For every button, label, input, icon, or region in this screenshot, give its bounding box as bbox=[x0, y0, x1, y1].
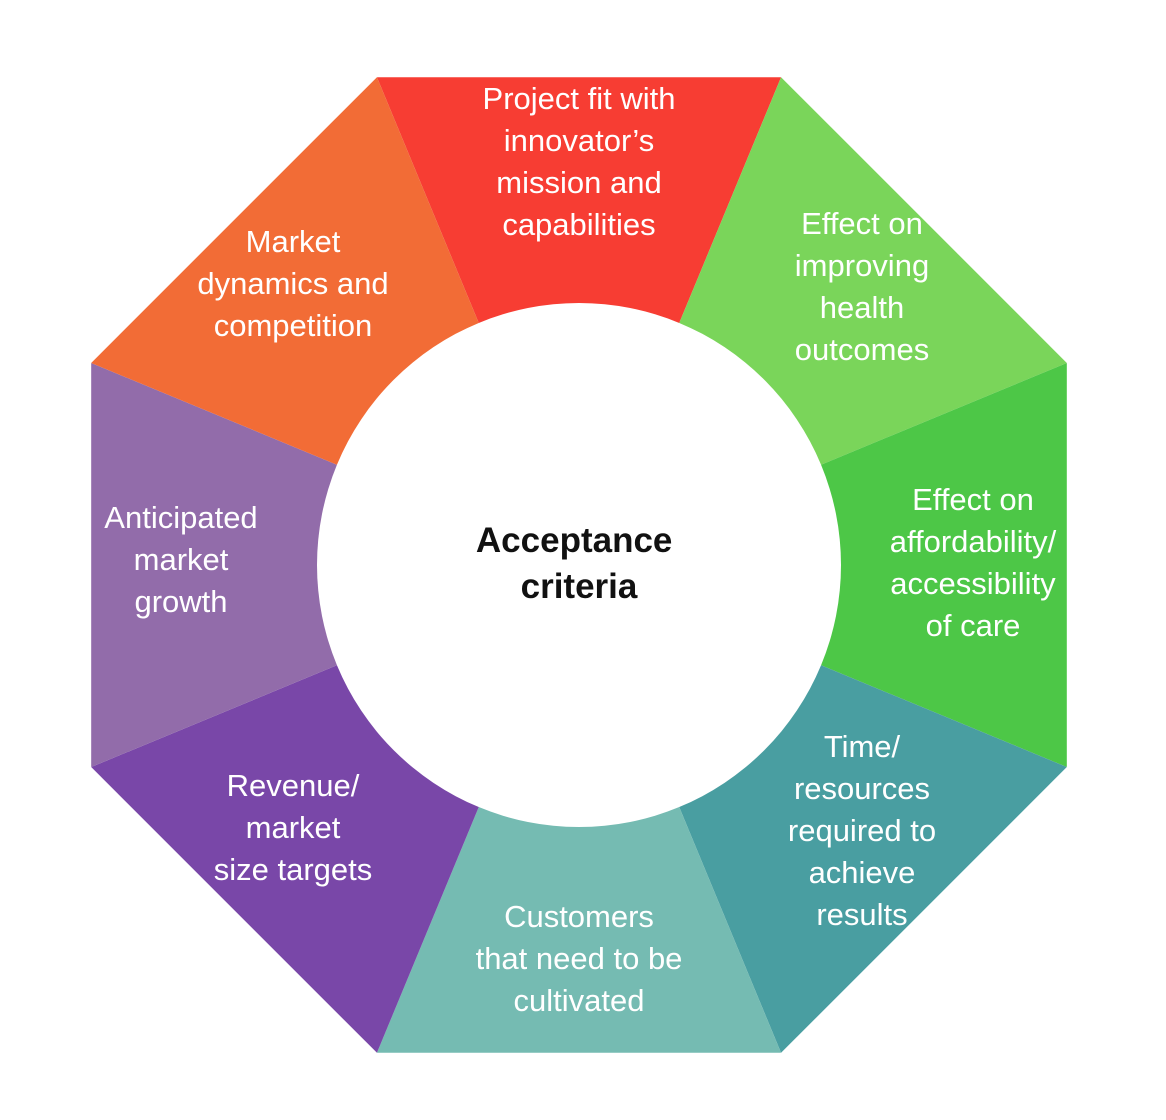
segment-label-line: Project fit with bbox=[483, 81, 676, 116]
segment-shape bbox=[811, 362, 1067, 768]
segment-health-outcomes: Effect on improving health outcomes bbox=[675, 77, 1067, 469]
segment-label-line: improving bbox=[795, 248, 929, 283]
center-circle bbox=[317, 303, 841, 827]
segment-shape bbox=[376, 77, 782, 333]
center-label-line: Acceptance bbox=[476, 521, 672, 560]
segment-market-growth: Anticipated market growth bbox=[91, 362, 347, 768]
segment-label-line: dynamics and bbox=[197, 266, 388, 301]
segment-label-line: Effect on bbox=[801, 206, 923, 241]
segment-shape bbox=[91, 77, 483, 469]
segment-label-line: required to bbox=[788, 813, 936, 848]
segment-time-resources: Time/resources required to achieve results bbox=[675, 661, 1067, 1053]
segment-label-line: Anticipated bbox=[104, 500, 257, 535]
segment-affordability: Effect on affordability/accessibility of c… bbox=[811, 362, 1067, 768]
segment-label-line: market bbox=[134, 542, 229, 577]
center-label: Acceptance criteria bbox=[476, 521, 682, 606]
segment-label-line: size targets bbox=[214, 852, 373, 887]
segment-project-fit: Project fit with innovator’s mission and ca… bbox=[376, 77, 782, 333]
segment-label-line: Effect on bbox=[912, 482, 1034, 517]
segment-label-line: results bbox=[816, 897, 907, 932]
center-label-line: criteria bbox=[521, 567, 638, 606]
segment-label-line: innovator’s bbox=[504, 123, 655, 158]
segment-label-line: resources bbox=[794, 771, 930, 806]
segment-customers: Customers that need to be cultivated bbox=[376, 797, 782, 1053]
segment-label-line: outcomes bbox=[795, 332, 929, 367]
segment-label-line: of care bbox=[926, 608, 1021, 643]
segment-label-line: growth bbox=[134, 584, 227, 619]
segment-label: Effect on affordability/accessibility of c… bbox=[890, 482, 1057, 643]
segment-shape bbox=[675, 77, 1067, 469]
segment-shape bbox=[91, 362, 347, 768]
segment-label: Anticipated market growth bbox=[104, 500, 257, 619]
segment-shape bbox=[376, 797, 782, 1053]
segment-label: Time/resources required to achieve results bbox=[788, 729, 936, 932]
segment-label-line: competition bbox=[214, 308, 373, 343]
segment-label-line: health bbox=[820, 290, 904, 325]
segment-label-line: Time/ bbox=[824, 729, 901, 764]
segment-label-line: market bbox=[246, 810, 341, 845]
segment-revenue-targets: Revenue/market size targets bbox=[91, 661, 483, 1053]
segment-label-line: achieve bbox=[809, 855, 916, 890]
segment-shape bbox=[675, 661, 1067, 1053]
segment-label-line: cultivated bbox=[514, 983, 645, 1018]
segment-label: Market dynamics and competition bbox=[197, 224, 388, 343]
segment-label-line: affordability/ bbox=[890, 524, 1057, 559]
segment-shape bbox=[91, 661, 483, 1053]
segments-layer: Project fit with innovator’s mission and ca… bbox=[91, 77, 1067, 1053]
segment-label-line: capabilities bbox=[502, 207, 655, 242]
segment-label-line: Market bbox=[246, 224, 341, 259]
segment-label-line: Customers bbox=[504, 899, 654, 934]
segment-label: Customers that need to be cultivated bbox=[476, 899, 683, 1018]
segment-label: Revenue/market size targets bbox=[214, 768, 373, 887]
segment-label: Effect on improving health outcomes bbox=[795, 206, 929, 367]
segment-label-line: mission and bbox=[496, 165, 661, 200]
segment-label-line: that need to be bbox=[476, 941, 683, 976]
segment-market-dynamics: Market dynamics and competition bbox=[91, 77, 483, 469]
segment-label-line: accessibility bbox=[890, 566, 1056, 601]
segment-label: Project fit with innovator’s mission and ca… bbox=[483, 81, 676, 242]
segment-label-line: Revenue/ bbox=[227, 768, 360, 803]
